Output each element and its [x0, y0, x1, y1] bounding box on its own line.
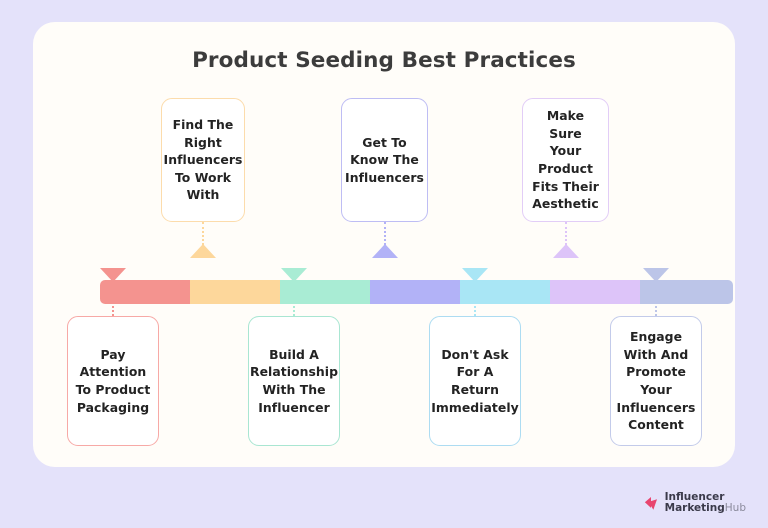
influencer-marketing-hub-arrow-icon [644, 496, 657, 510]
connector-line-1 [112, 282, 114, 316]
step-connector-3 [274, 268, 314, 316]
step-connector-4 [365, 222, 405, 272]
connector-arrow-2 [190, 244, 216, 258]
connector-arrow-5 [462, 268, 488, 282]
connector-arrow-3 [281, 268, 307, 282]
connector-arrow-4 [371, 244, 398, 258]
brand-line-1: Influencer [664, 491, 725, 504]
step-connector-6 [546, 222, 586, 272]
step-connector-7 [636, 268, 676, 316]
brand-wordmark: Influencer MarketingHub [665, 492, 746, 514]
brand-marketing-text: Marketing [664, 502, 725, 515]
bar-segment-4 [370, 280, 460, 304]
connector-line-2 [202, 222, 204, 245]
connector-arrow-1 [100, 268, 126, 282]
connector-line-4 [383, 222, 386, 245]
brand-logo: Influencer MarketingHub [643, 492, 746, 514]
connector-line-5 [474, 282, 476, 316]
step-connector-2 [183, 222, 223, 272]
bar-segment-2 [190, 280, 280, 304]
step-connector-1 [93, 268, 133, 316]
connector-arrow-6 [552, 244, 579, 258]
connector-line-3 [293, 282, 295, 316]
bar-segment-3 [280, 280, 370, 304]
brand-hub-text: Hub [724, 502, 746, 515]
page-title: Product Seeding Best Practices [192, 48, 576, 73]
step-connector-5 [455, 268, 495, 316]
bar-segment-6 [550, 280, 640, 304]
connector-arrow-7 [643, 268, 669, 282]
connector-line-6 [564, 222, 567, 245]
connector-line-7 [655, 282, 657, 316]
bar-segment-1 [100, 280, 190, 304]
brand-line-2: MarketingHub [665, 503, 746, 514]
